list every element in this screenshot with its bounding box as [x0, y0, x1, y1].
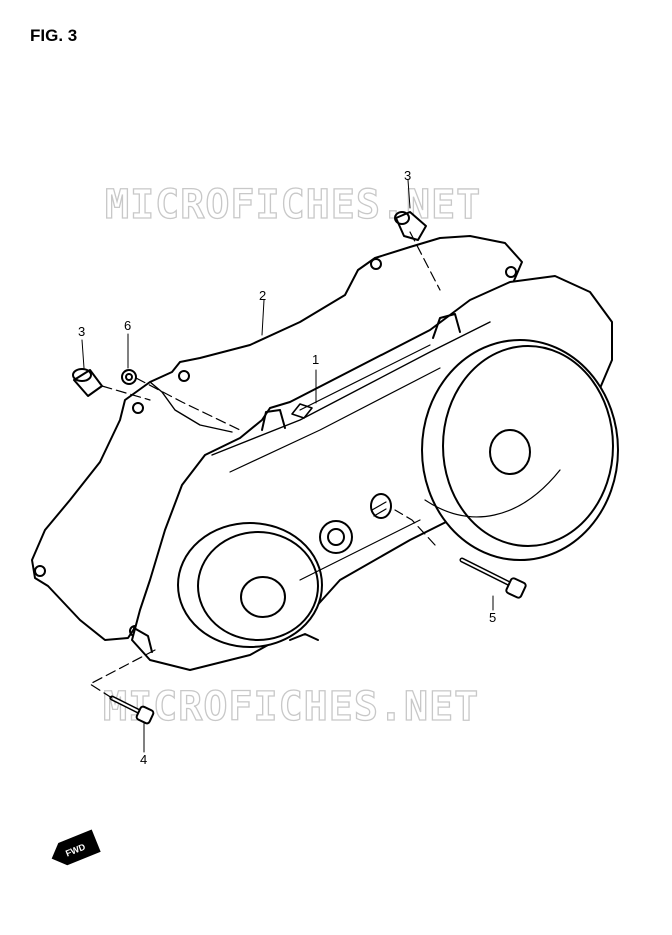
bolt-right-part: [459, 557, 527, 599]
callout-2: 2: [259, 288, 266, 303]
sleeve-upper-part: [394, 211, 427, 241]
washer-part: [121, 369, 137, 385]
watermark-top: MICROFICHES.NET: [105, 182, 481, 228]
forward-arrow-icon: [51, 829, 101, 866]
sleeve-left-part: [72, 368, 103, 397]
bolt-lower-part: [109, 695, 155, 725]
callout-6: 6: [124, 318, 131, 333]
callout-4: 4: [140, 752, 147, 767]
figure-title: FIG. 3: [30, 26, 78, 45]
pin-guide-line: [299, 344, 431, 411]
dowel-pin-part: [291, 403, 313, 419]
watermark-bottom: MICROFICHES.NET: [103, 684, 479, 730]
callout-3-upper: 3: [404, 168, 411, 183]
callout-5: 5: [489, 610, 496, 625]
callout-3-left: 3: [78, 324, 85, 339]
assembly-guide-lines: [89, 231, 441, 699]
forward-direction-badge: FWD: [51, 829, 101, 866]
crankcase-cover: [131, 275, 619, 671]
callout-1: 1: [312, 352, 319, 367]
leader-lines: [81, 179, 494, 753]
